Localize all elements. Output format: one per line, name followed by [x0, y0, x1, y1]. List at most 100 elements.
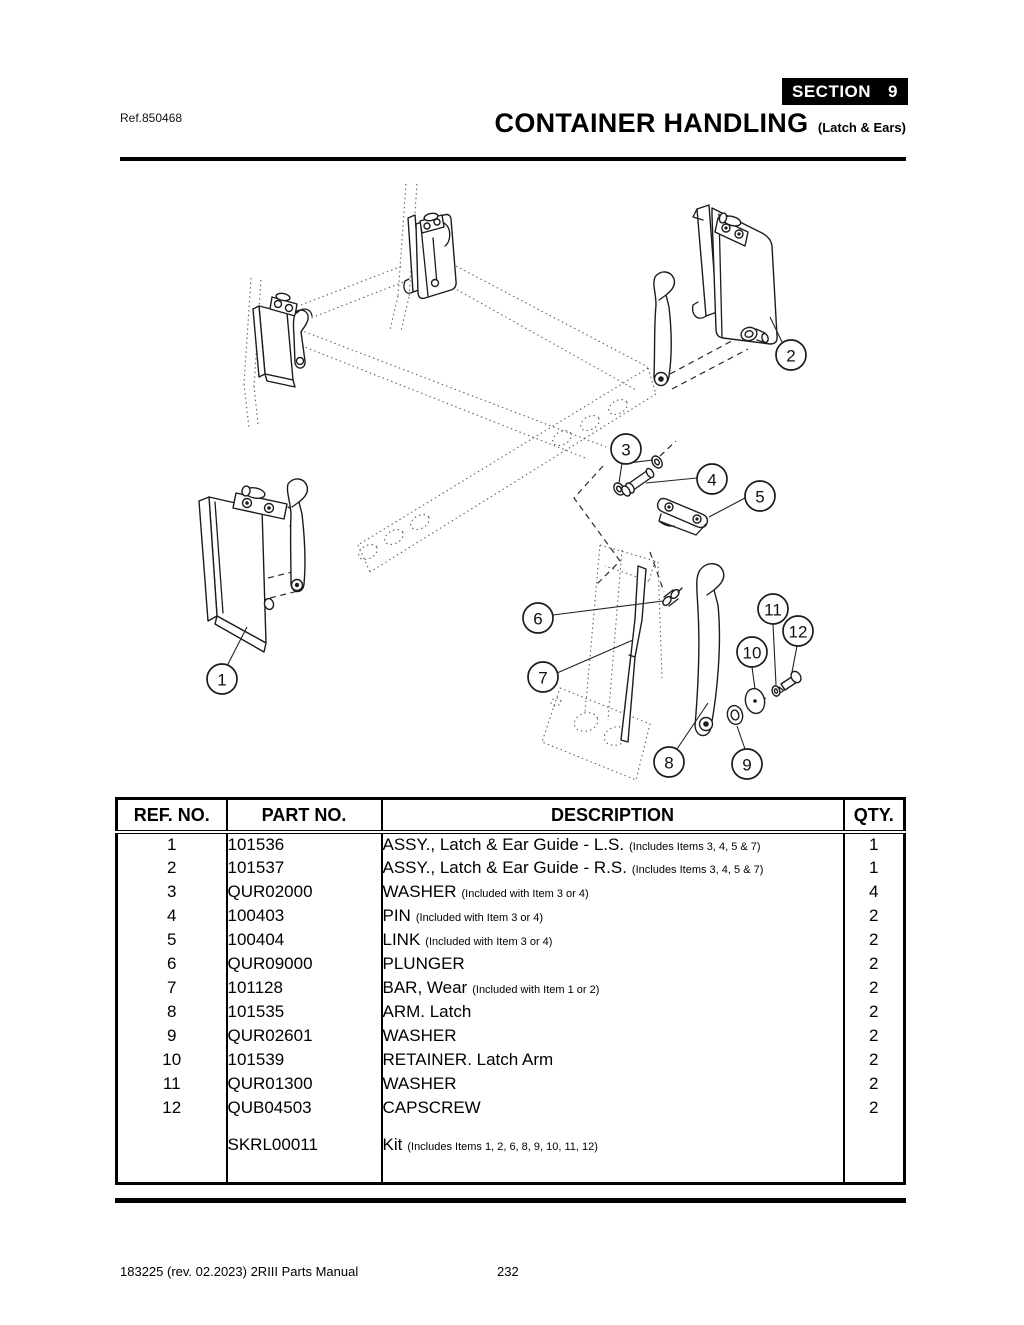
upper-left-latch-assembly	[252, 292, 313, 388]
part-cell: 100403	[226, 904, 383, 928]
ref-cell: 9	[116, 1024, 228, 1048]
part-10-retainer	[744, 687, 766, 715]
col-header-desc: DESCRIPTION	[381, 798, 845, 834]
callout-9: 9	[731, 748, 763, 780]
callout-3: 3	[610, 433, 642, 465]
ref-cell: 1	[116, 832, 228, 856]
page-title-row: CONTAINER HANDLING (Latch & Ears)	[495, 108, 906, 139]
ref-cell: 10	[116, 1048, 228, 1072]
ref-cell: 8	[116, 1000, 228, 1024]
part-cell: 101128	[226, 976, 383, 1000]
qty-cell: 2	[869, 1002, 879, 1021]
desc-note: (Included with Item 3 or 4)	[415, 912, 544, 924]
qty-cell: 4	[869, 882, 879, 901]
section-badge: SECTION 9	[782, 78, 908, 105]
table-row: 5 100404 LINK(Included with Item 3 or 4)…	[116, 928, 905, 952]
ref-cell: 4	[116, 904, 228, 928]
part-8-latch-arm	[694, 563, 725, 737]
ref-cell: 7	[116, 976, 228, 1000]
table-row: 8 101535 ARM. Latch 2	[116, 1000, 905, 1024]
part-cell: QUR01300	[226, 1072, 383, 1096]
table-kit-row: SKRL00011 Kit(Includes Items 1, 2, 6, 8,…	[116, 1132, 905, 1158]
svg-text:10: 10	[743, 644, 762, 663]
ref-cell: 3	[116, 880, 228, 904]
svg-text:12: 12	[789, 623, 808, 642]
reference-number: Ref.850468	[120, 111, 183, 125]
table-row: 6 QUR09000 PLUNGER 2	[116, 952, 905, 976]
desc-cell: ASSY., Latch & Ear Guide - R.S.(Includes…	[381, 856, 845, 880]
desc-cell: WASHER(Included with Item 3 or 4)	[381, 880, 845, 904]
table-row: 11 QUR01300 WASHER 2	[116, 1072, 905, 1096]
svg-text:1: 1	[217, 671, 226, 690]
qty-cell: 2	[869, 1098, 879, 1117]
qty-cell: 1	[869, 835, 879, 854]
svg-text:6: 6	[533, 610, 542, 629]
qty-cell	[844, 1132, 905, 1158]
svg-text:11: 11	[764, 601, 782, 620]
callout-8: 8	[653, 746, 685, 778]
table-row: 7 101128 BAR, Wear(Included with Item 1 …	[116, 976, 905, 1000]
callout-leader-lines	[226, 316, 798, 750]
callout-10: 10	[736, 636, 768, 668]
table-row: 9 QUR02601 WASHER 2	[116, 1024, 905, 1048]
part-2-latch-ear-guide-rs	[653, 204, 778, 387]
qty-cell: 2	[869, 978, 879, 997]
ref-cell: 6	[116, 952, 228, 976]
ghost-structure	[243, 183, 663, 781]
callout-1: 1	[206, 663, 238, 695]
part-11-washer	[771, 685, 781, 697]
desc-note: (Includes Items 3, 4, 5 & 7)	[629, 841, 761, 853]
qty-cell: 2	[869, 1074, 879, 1093]
desc-note: (Included with Item 1 or 2)	[472, 984, 600, 996]
table-row: 1 101536 ASSY., Latch & Ear Guide - L.S.…	[116, 832, 905, 856]
qty-cell: 1	[869, 858, 879, 877]
callout-6: 6	[522, 602, 554, 634]
part-12-capscrew	[778, 670, 802, 691]
desc-cell: PLUNGER	[381, 952, 845, 976]
svg-text:5: 5	[755, 488, 764, 507]
page-title: CONTAINER HANDLING	[494, 108, 809, 138]
part-cell: 101536	[226, 832, 383, 856]
top-center-latch-assembly	[403, 212, 457, 300]
part-3-4-5-washer-pin-link	[613, 455, 709, 536]
part-cell: QUR02601	[226, 1024, 383, 1048]
footer-document-info: 183225 (rev. 02.2023) 2RIII Parts Manual	[120, 1264, 359, 1279]
qty-cell: 2	[869, 1050, 879, 1069]
svg-text:7: 7	[538, 669, 547, 688]
desc-cell: ARM. Latch	[381, 1000, 845, 1024]
desc-cell: WASHER	[381, 1072, 845, 1096]
desc-note: (Includes Items 1, 2, 6, 8, 9, 10, 11, 1…	[407, 1141, 598, 1153]
desc-note: (Included with Item 3 or 4)	[461, 888, 589, 900]
desc-cell: Kit(Includes Items 1, 2, 6, 8, 9, 10, 11…	[381, 1132, 845, 1158]
qty-cell: 2	[869, 1026, 879, 1045]
desc-cell: WASHER	[381, 1024, 845, 1048]
page-subtitle: (Latch & Ears)	[817, 120, 906, 135]
ref-cell: 11	[116, 1072, 228, 1096]
desc-cell: CAPSCREW	[381, 1096, 845, 1120]
table-row: 4 100403 PIN(Included with Item 3 or 4) …	[116, 904, 905, 928]
table-row: 12 QUB04503 CAPSCREW 2	[116, 1096, 905, 1120]
desc-cell: RETAINER. Latch Arm	[381, 1048, 845, 1072]
part-6-plunger	[662, 587, 683, 607]
qty-cell: 2	[869, 954, 879, 973]
desc-cell: LINK(Included with Item 3 or 4)	[381, 928, 845, 952]
part-cell: QUR02000	[226, 880, 383, 904]
col-header-ref: REF. NO.	[116, 798, 228, 834]
col-header-part: PART NO.	[226, 798, 383, 834]
callout-2: 2	[775, 339, 807, 371]
part-9-washer	[726, 704, 744, 726]
ref-cell: 12	[116, 1096, 228, 1120]
ref-cell: 5	[116, 928, 228, 952]
section-badge-number: 9	[888, 81, 898, 101]
part-cell: SKRL00011	[226, 1132, 383, 1158]
desc-cell: PIN(Included with Item 3 or 4)	[381, 904, 845, 928]
callout-4: 4	[696, 463, 728, 495]
callout-11: 11	[757, 593, 789, 625]
ref-cell	[116, 1132, 228, 1158]
part-cell: 101539	[226, 1048, 383, 1072]
desc-cell: BAR, Wear(Included with Item 1 or 2)	[381, 976, 845, 1000]
table-row: 2 101537 ASSY., Latch & Ear Guide - R.S.…	[116, 856, 905, 880]
table-row: 10 101539 RETAINER. Latch Arm 2	[116, 1048, 905, 1072]
